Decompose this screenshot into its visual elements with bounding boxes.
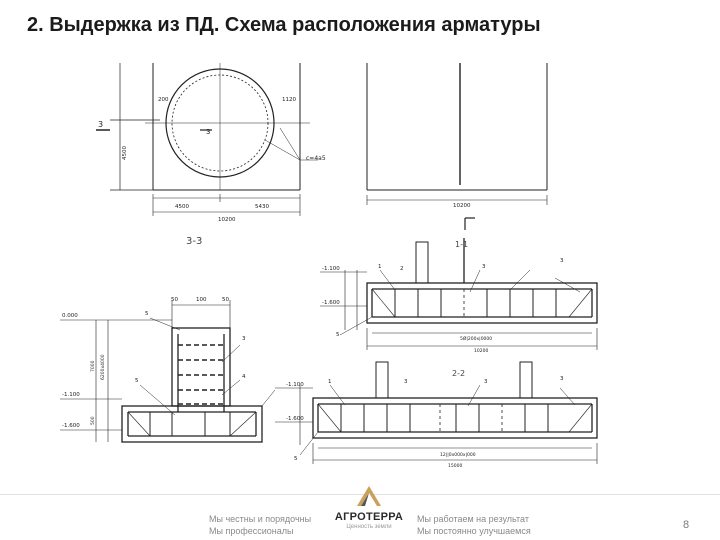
rebar-c-4: 5 [294, 456, 298, 462]
rebar-a-0: 5 [145, 311, 149, 317]
rebar-c-2: 3 [484, 379, 488, 385]
side-view [366, 63, 548, 230]
dim-c-1: 15000 [448, 463, 462, 469]
footer-slogan-left: Мы честны и порядочны Мы профессионалы [209, 513, 311, 537]
dim-left: 4500 [175, 204, 189, 210]
side-dim: 10200 [453, 203, 471, 209]
rebar-a-2: 4 [242, 374, 246, 380]
spacing-note: с=4а5 [306, 155, 326, 162]
brand-tagline: Ценность земли [346, 524, 392, 530]
corner-dim-left: 200 [158, 97, 169, 103]
elev-c-1: -1.600 [286, 416, 304, 422]
cut-mark-center: 3 [206, 128, 210, 136]
slogan-left-line-1: Мы честны и порядочны [209, 514, 312, 524]
section-3-3-label: 3-3 [186, 236, 202, 247]
dim-a-v-0: 6200x4000 [100, 354, 106, 380]
page-title: 2. Выдержка из ПД. Схема расположения ар… [27, 14, 541, 36]
section-1-1 [320, 238, 598, 350]
elev-b-1: -1.600 [322, 300, 340, 306]
dim-right: 5430 [255, 204, 269, 210]
rebar-b-0: 1 [378, 264, 382, 270]
reinforcement-drawing: 4500 5430 10200 4500 3 3 200 1120 с=4а5 … [60, 63, 598, 469]
rebar-c-0: 1 [328, 379, 332, 385]
dim-total: 10200 [218, 217, 236, 223]
brand-name: АГРОТЕРРА [334, 511, 404, 523]
corner-dim-right: 1120 [282, 97, 296, 103]
dim-b-0: 5Ø|200x|0000 [460, 335, 492, 342]
dim-a-v-1: 7000 [90, 360, 96, 372]
plan-view-circle [96, 63, 318, 216]
slogan-left-line-2: Мы профессионалы [209, 526, 294, 536]
dim-b-1: 10200 [474, 348, 488, 354]
dim-a-top-2: 50 [222, 297, 229, 303]
elev-c-0: -1.100 [286, 382, 304, 388]
page-number: 8 [683, 519, 690, 531]
rebar-a-3: 5 [135, 378, 139, 384]
section-1-1-label: 1-1 [455, 240, 468, 249]
rebar-b-3: 3 [560, 258, 564, 264]
section-2-2-label: 2-2 [452, 369, 465, 378]
dim-a-v-2: 500 [90, 416, 96, 425]
rebar-b-1: 2 [400, 266, 404, 272]
dim-vertical: 4500 [122, 146, 128, 160]
dim-a-top-1: 100 [196, 297, 207, 303]
footer-slogan-right: Мы работаем на результат Мы постоянно ул… [417, 513, 531, 537]
rebar-b-2: 3 [482, 264, 486, 270]
elev-a-2: -1.600 [62, 423, 80, 429]
section-2-2 [275, 361, 598, 464]
rebar-a-1: 3 [242, 336, 246, 342]
elev-a-0: 0.000 [62, 313, 78, 319]
elev-b-0: -1.100 [322, 266, 340, 272]
rebar-c-1: 3 [404, 379, 408, 385]
agroterra-logo-icon [357, 486, 381, 506]
dim-c-0: 12||0x000x|000 [440, 452, 476, 458]
dim-a-top-0: 50 [171, 297, 178, 303]
rebar-b-4: 5 [336, 332, 340, 338]
footer-divider [0, 494, 720, 495]
rebar-c-3: 3 [560, 376, 564, 382]
elev-a-1: -1.100 [62, 392, 80, 398]
section-3-3 [60, 300, 276, 443]
cut-mark-left: 3 [98, 120, 103, 129]
slogan-right-line-1: Мы работаем на результат [417, 514, 529, 524]
slogan-right-line-2: Мы постоянно улучшаемся [417, 526, 531, 536]
